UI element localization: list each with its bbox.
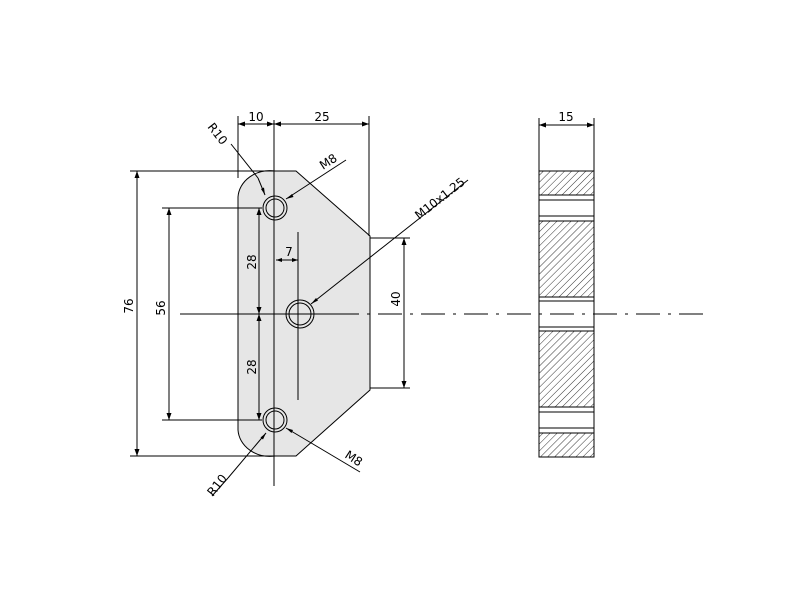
dim-center-offset-label: 7 [285,245,293,259]
dim-lower-offset-label: 28 [245,359,259,374]
side-view: 15 [538,110,595,458]
dim-center-offset: 7 [276,245,298,262]
dim-hole-spacing: 56 [154,207,262,421]
callout-radius-bottom-label: R10 [204,472,230,499]
side-section-middle-lower [538,330,595,408]
side-hole-top [538,194,595,222]
side-section-top [538,170,595,196]
dim-upper-offset-label: 28 [245,254,259,269]
dim-hole-spacing-label: 56 [154,300,168,315]
dim-thickness: 15 [538,110,595,171]
callout-thread-center-label: M10x1.25 [412,175,467,223]
dim-flat-height: 40 [370,237,410,389]
front-view: 10 25 76 56 28 28 [122,110,710,499]
hole-top [262,195,288,221]
hole-bottom [262,407,288,433]
side-section-middle-upper [538,220,595,298]
side-section-bottom [538,432,595,458]
callout-thread-bottom-label: M8 [342,448,365,470]
callout-thread-top-label: M8 [317,151,340,173]
dim-offsets: 28 28 [245,208,286,420]
dim-width-left: 10 [248,110,263,124]
dim-width: 10 25 [237,110,370,236]
dim-thickness-label: 15 [558,110,573,124]
callout-radius-top-label: R10 [205,120,231,147]
side-hole-bottom [538,406,595,434]
dim-width-right: 25 [314,110,329,124]
dim-height-total-label: 76 [122,298,136,313]
dim-flat-height-label: 40 [389,291,403,306]
dim-height-total: 76 [122,170,288,457]
